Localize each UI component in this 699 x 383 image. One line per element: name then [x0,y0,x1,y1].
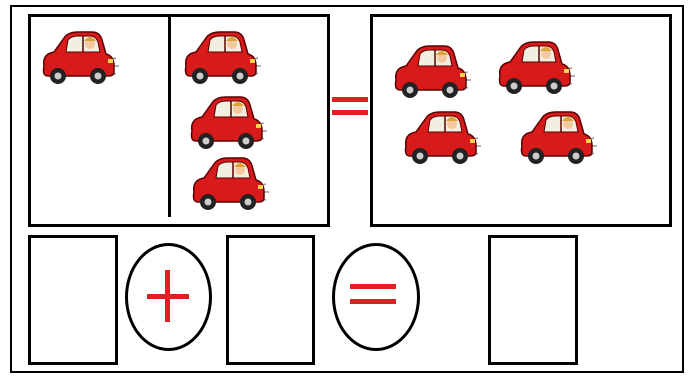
addend-1-answer-box[interactable] [28,235,118,365]
car-icon [498,41,576,95]
car-icon [42,31,120,85]
group-divider [168,17,171,217]
equals-oval [332,243,420,351]
car-icon [520,111,598,165]
car-icon [190,96,268,150]
sum-answer-box[interactable] [488,235,578,365]
plus-sign [147,270,189,322]
picture-equals-sign [330,94,370,122]
car-icon [184,31,262,85]
car-icon [394,45,472,99]
car-icon [404,111,482,165]
addend-2-answer-box[interactable] [226,235,315,365]
addends-picture-panel [28,14,330,227]
worksheet-frame [10,5,684,373]
car-icon [192,157,270,211]
equals-sign [350,284,396,304]
